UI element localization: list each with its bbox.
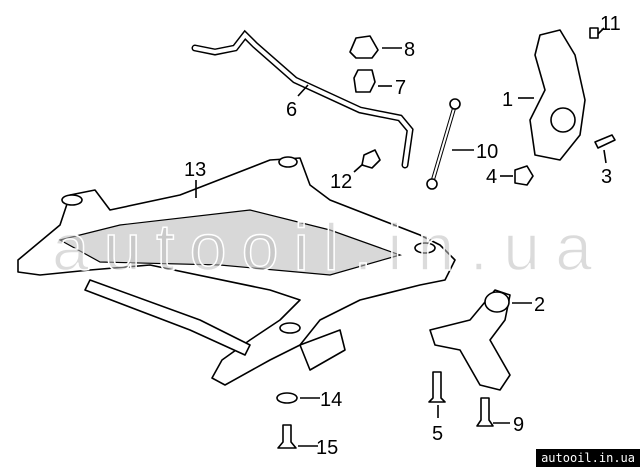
callout-leaders <box>195 27 607 447</box>
stabilizer-bracket <box>349 35 379 59</box>
stabilizer-bushing <box>353 69 376 93</box>
bolt-15 <box>277 424 297 449</box>
callout-13: 13 <box>184 159 206 181</box>
knuckle-bolt <box>589 27 599 39</box>
nut-4 <box>514 165 534 186</box>
callout-6: 6 <box>286 99 297 121</box>
stabilizer-bar <box>191 29 414 169</box>
callout-1: 1 <box>502 89 513 111</box>
site-label: autooil.in.ua <box>536 449 640 467</box>
subframe <box>17 156 456 386</box>
stabilizer-link <box>426 98 461 190</box>
callout-5: 5 <box>432 423 443 445</box>
callout-3: 3 <box>601 166 612 188</box>
callout-8: 8 <box>404 39 415 61</box>
callout-12: 12 <box>330 171 352 193</box>
washer-14 <box>276 392 298 404</box>
bolt-5 <box>428 371 446 403</box>
steering-knuckle <box>529 29 586 161</box>
callout-9: 9 <box>513 414 524 436</box>
callout-7: 7 <box>395 77 406 99</box>
callout-4: 4 <box>486 166 497 188</box>
callout-15: 15 <box>316 437 338 459</box>
knuckle-bolt-3 <box>594 134 616 149</box>
callout-11: 11 <box>600 13 621 35</box>
callout-10: 10 <box>476 141 498 163</box>
nut-12 <box>361 149 381 169</box>
callout-2: 2 <box>534 294 545 316</box>
callout-14: 14 <box>320 389 342 411</box>
bolt-9 <box>476 397 494 427</box>
